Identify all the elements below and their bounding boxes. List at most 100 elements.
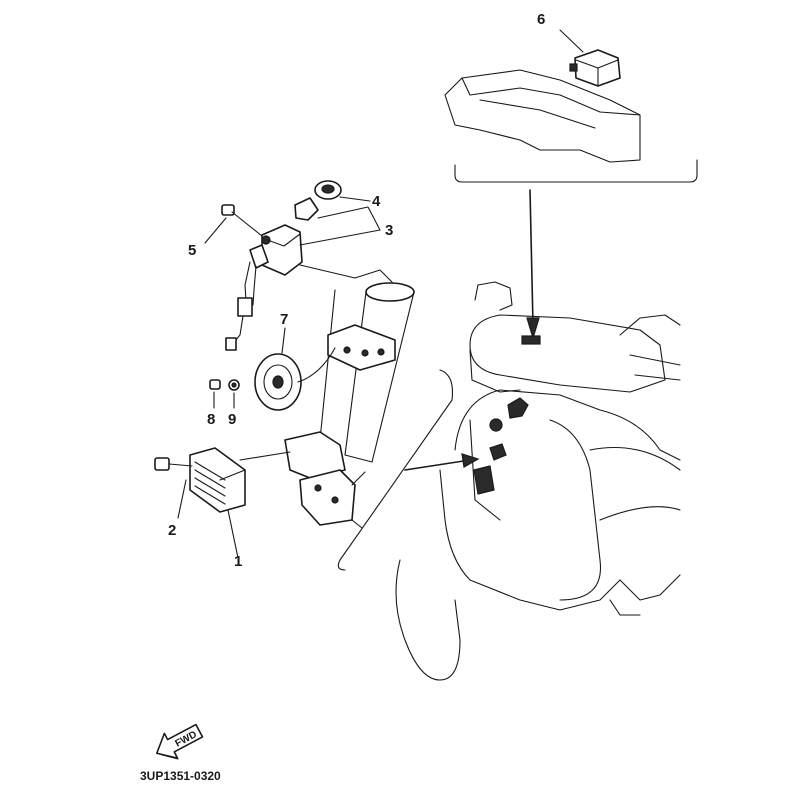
scooter-outline xyxy=(395,281,681,681)
mirror-left xyxy=(474,281,513,311)
leader-1 xyxy=(227,509,239,559)
panel-knob xyxy=(489,418,503,432)
fwd-label: FWD xyxy=(173,729,198,749)
callout-5: 5 xyxy=(188,242,196,259)
inner-panel xyxy=(469,419,501,521)
callout-6: 6 xyxy=(537,11,545,28)
brace-2 xyxy=(351,519,363,529)
leader-3-4 xyxy=(299,196,381,246)
main-switch-body xyxy=(261,224,303,276)
callout-8: 8 xyxy=(207,411,215,428)
lower-bracket-hole-2 xyxy=(331,496,339,504)
horn-center xyxy=(272,375,284,389)
frame-arrow-head xyxy=(461,453,480,468)
part-bolt-2 xyxy=(154,457,193,519)
bracket-hole-2 xyxy=(361,349,369,357)
fwd-arrow-shape xyxy=(156,723,204,759)
part-grommet xyxy=(314,180,342,200)
mirror-right xyxy=(619,314,681,336)
frame-bracket-outline xyxy=(444,69,641,163)
kickstand xyxy=(609,599,641,616)
leader-6 xyxy=(559,29,584,53)
cover-lower-edge xyxy=(469,349,521,393)
rear-body-lines xyxy=(629,354,681,381)
regulator-edge xyxy=(219,469,246,481)
bolt-5-axis xyxy=(231,211,263,237)
leader-2 xyxy=(177,479,187,519)
frame-bracket-crease xyxy=(479,99,596,129)
callout-1: 1 xyxy=(234,553,242,570)
side-stand-area xyxy=(619,574,681,601)
bracket-hole-3 xyxy=(377,348,385,356)
panel-switch xyxy=(507,397,529,419)
front-wheel xyxy=(395,559,461,681)
head-tube-top xyxy=(365,282,415,302)
fwd-arrow: FWD xyxy=(156,723,204,760)
bolt-2-shank xyxy=(168,463,193,467)
handlebar-cover xyxy=(469,314,666,393)
leg-shield-curve xyxy=(549,419,602,601)
part-bolt-8-washer-9 xyxy=(209,379,240,409)
callout-3: 3 xyxy=(385,222,393,239)
head-tube-collar xyxy=(354,269,393,283)
floorboard-lines xyxy=(589,447,681,521)
leader-4 xyxy=(339,196,371,202)
main-switch-terminal xyxy=(225,337,237,351)
frame-head-tube xyxy=(284,269,415,529)
inset-arrow-head xyxy=(526,317,540,341)
inset-pointer-arrow xyxy=(526,189,540,341)
callout-2: 2 xyxy=(168,522,176,539)
regulator-bracket xyxy=(284,431,346,479)
frame-pointer-arrow xyxy=(404,453,480,471)
panel-regulator xyxy=(473,465,495,495)
horn-ring xyxy=(263,364,293,400)
main-switch-wire-1 xyxy=(244,261,251,301)
seat-marker xyxy=(521,335,541,345)
front-shield-top xyxy=(454,389,681,461)
callout-4: 4 xyxy=(372,193,381,210)
regulator-body xyxy=(189,447,246,513)
frame-arrow-shaft xyxy=(404,459,471,471)
panel-horn xyxy=(489,443,507,461)
part-main-switch xyxy=(225,197,356,351)
inset-bracket xyxy=(454,159,698,183)
callout-9: 9 xyxy=(228,411,236,428)
regulator-mount-line xyxy=(239,451,291,461)
main-switch-mount-line xyxy=(299,264,356,279)
detail-inset-top xyxy=(444,69,698,183)
main-switch-wire-2 xyxy=(252,265,257,306)
bolt-8-head xyxy=(209,379,221,390)
regulator-fins xyxy=(194,461,226,505)
frame-bracket-ridge xyxy=(461,77,641,116)
frame-inset-boundary xyxy=(337,369,454,571)
part-relay xyxy=(559,29,621,87)
callout-7: 7 xyxy=(280,311,288,328)
part-regulator xyxy=(189,447,291,559)
main-switch-key-slot xyxy=(261,235,271,245)
relay-terminal xyxy=(569,63,578,72)
fwd-arrow-shadow xyxy=(161,754,179,760)
horn-mount-line xyxy=(297,347,336,383)
washer-9-hole xyxy=(231,382,237,388)
head-tube-body xyxy=(344,291,415,463)
part-horn xyxy=(254,327,336,411)
grommet-hole xyxy=(321,184,335,194)
inset-arrow-shaft xyxy=(529,189,534,326)
leader-7 xyxy=(281,327,286,354)
leader-5 xyxy=(204,217,227,244)
main-switch-cap xyxy=(294,197,319,221)
lower-bracket-hole-1 xyxy=(314,484,322,492)
lower-bracket xyxy=(299,469,356,526)
bracket-hole-1 xyxy=(343,346,351,354)
front-shield-lower xyxy=(439,469,621,611)
horn-bracket xyxy=(327,324,396,371)
bolt-2-head xyxy=(154,457,170,471)
leader-3-bracket xyxy=(299,206,381,246)
bolt-5-head xyxy=(221,204,235,216)
brace-1 xyxy=(351,471,366,486)
part-bolt-5 xyxy=(204,204,263,244)
main-switch-side-block xyxy=(249,244,269,269)
main-switch-connector xyxy=(237,297,253,317)
diagram-code: 3UP1351-0320 xyxy=(140,769,221,783)
